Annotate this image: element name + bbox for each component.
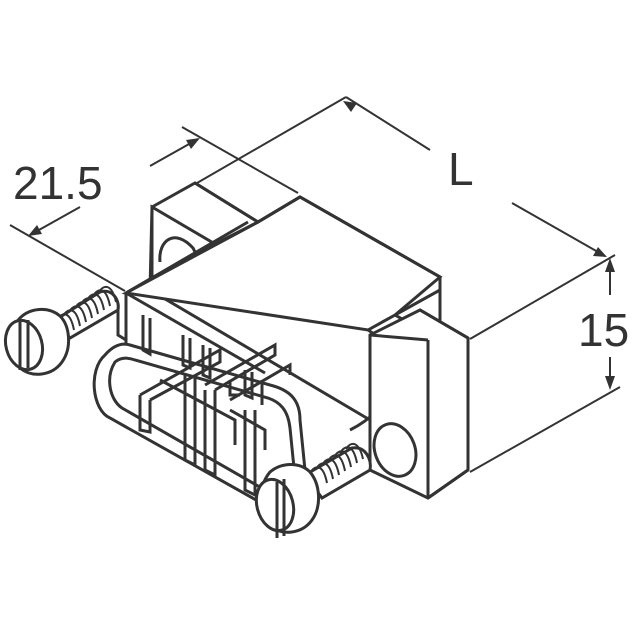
- front-flange: [368, 308, 470, 500]
- dimension-21-5: [9, 126, 299, 292]
- dimension-label-depth: 21.5: [13, 157, 103, 209]
- connector-body: [121, 181, 443, 432]
- right-thumb-screw: [254, 442, 372, 538]
- dimension-label-length: L: [448, 143, 474, 195]
- dimension-15: [469, 258, 621, 473]
- dimension-label-height: 15: [578, 304, 630, 356]
- contact-ribs: [116, 310, 292, 498]
- dimension-L: [196, 96, 616, 340]
- left-screw-thread: [49, 285, 120, 340]
- right-screw-thread: [302, 442, 372, 500]
- left-thumb-screw: [3, 285, 120, 376]
